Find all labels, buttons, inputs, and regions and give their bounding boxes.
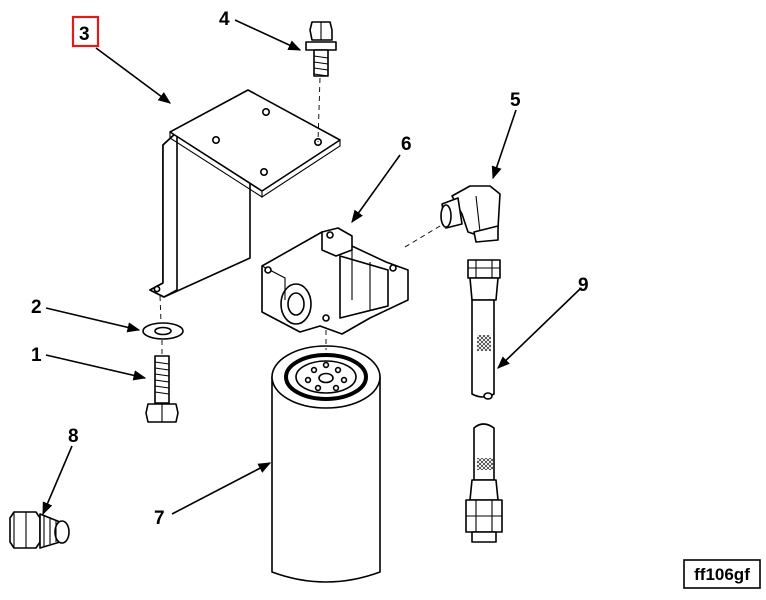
callout-6[interactable]: 6: [401, 134, 412, 155]
callout-3[interactable]: 3: [79, 24, 90, 45]
leader-9: [497, 288, 581, 369]
callout-highlight-box: [71, 15, 100, 48]
leader-8: [42, 445, 73, 516]
leader-6: [351, 154, 401, 224]
capscrew-drawing: [305, 21, 337, 143]
elbow-fitting-drawing: [440, 185, 501, 243]
washer-drawing: [142, 295, 184, 340]
leader-7: [171, 462, 272, 515]
callout-7[interactable]: 7: [154, 508, 165, 529]
callout-2[interactable]: 2: [31, 297, 42, 318]
filter-head-drawing: [261, 225, 441, 335]
callout-8[interactable]: 8: [68, 426, 79, 447]
leader-4: [234, 19, 302, 51]
figure-id-box: [683, 559, 761, 589]
leader-lines: [42, 19, 581, 516]
leader-3: [95, 47, 172, 104]
callout-9[interactable]: 9: [578, 275, 589, 296]
mounting-bracket-drawing: [149, 89, 341, 298]
spin-on-filter-drawing: [271, 330, 381, 583]
leader-2: [45, 307, 141, 333]
leader-5: [491, 109, 517, 180]
hose-assembly-drawing: [465, 259, 503, 543]
figure-id: ff106gf: [694, 565, 750, 584]
callout-5[interactable]: 5: [510, 90, 521, 111]
adapter-fitting-drawing: [9, 511, 70, 549]
callout-1[interactable]: 1: [31, 345, 42, 366]
bolt-drawing: [145, 340, 179, 423]
callout-4[interactable]: 4: [219, 9, 230, 30]
leader-1: [45, 354, 147, 381]
